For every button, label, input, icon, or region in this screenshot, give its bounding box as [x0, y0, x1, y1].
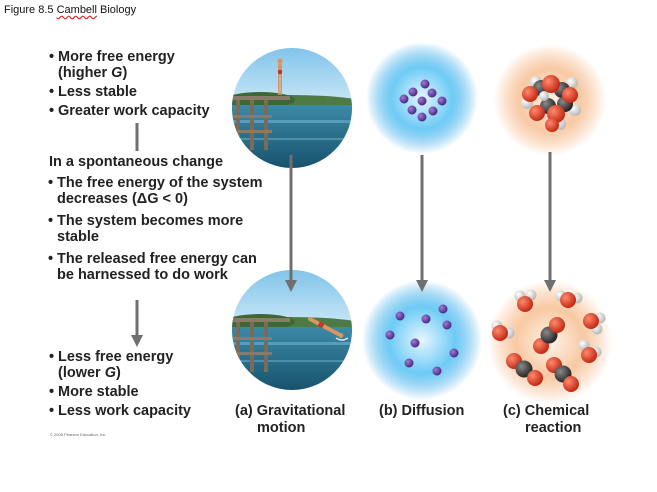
diver-top-scene [232, 48, 352, 168]
list-item: More free energy (higher G) [49, 49, 210, 81]
list-item: Greater work capacity [49, 103, 210, 119]
left-down-arrow [131, 300, 143, 347]
diffusion-bottom-glow [362, 280, 482, 400]
higher-energy-list: More free energy (higher G) Less stable … [49, 49, 210, 122]
arrow-chemical [544, 152, 556, 292]
list-item: Less free energy (lower G) [49, 349, 191, 381]
spontaneous-change-header: In a spontaneous change [49, 154, 224, 170]
panel-label-chemical: (c) Chemical reaction [503, 403, 590, 436]
list-item: The system becomes more stable [48, 213, 263, 245]
list-item: Less work capacity [49, 403, 191, 419]
caption-suffix: Biology [96, 4, 137, 16]
list-item: The released free energy can be harnesse… [48, 251, 263, 283]
diffusion-top-dots [399, 79, 447, 122]
panel-label-diffusion: (b) Diffusion [379, 403, 465, 419]
list-item: The free energy of the system decreases … [48, 175, 262, 207]
glucose-molecule-cluster [521, 75, 581, 132]
list-item: More stable [49, 384, 191, 400]
caption-misspelled-word: Cambell [56, 4, 97, 16]
arrow-diffusion [416, 155, 428, 292]
arrow-gravitational [285, 155, 297, 292]
lower-energy-list: Less free energy (lower G) More stable L… [49, 349, 191, 422]
list-item: Less stable [49, 84, 210, 100]
spontaneous-change-block: In a spontaneous change The free energy … [48, 154, 263, 286]
diffusion-bottom-dots [385, 304, 459, 376]
copyright-notice: © 2005 Pearson Education, Inc. [50, 432, 107, 437]
products-molecules [491, 289, 606, 392]
caption-prefix: Figure 8.5 [4, 4, 57, 16]
panel-label-gravitational: (a) Gravitational motion [235, 403, 346, 436]
figure-caption: Figure 8.5 Cambell Biology [4, 4, 136, 16]
